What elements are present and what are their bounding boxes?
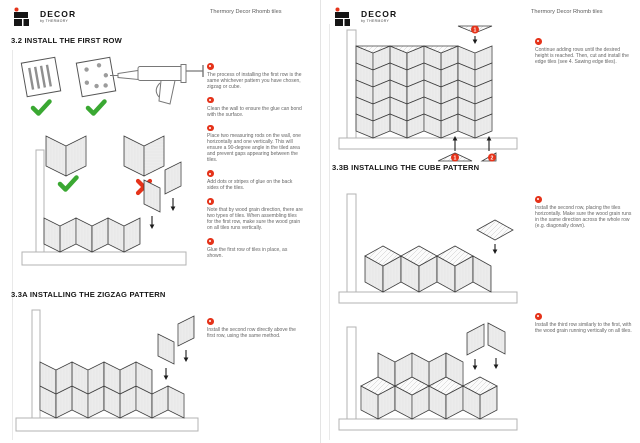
placement-arrow-icon [486, 136, 492, 151]
step-item: The process of installing the first row … [207, 63, 303, 90]
illustration-cube-second-row [338, 193, 518, 304]
steps-zigzag: Install the second row directly above th… [207, 318, 303, 346]
caulking-gun [110, 64, 204, 105]
heading-zigzag-pattern: 3.3A INSTALLING THE ZIGZAG PATTERN [11, 290, 166, 299]
placement-arrow-icon [170, 198, 176, 211]
page-left: DECOR by THERMORY Thermory Decor Rhomb t… [0, 0, 320, 443]
step-item: Install the second row directly above th… [207, 318, 303, 339]
step-bullet-icon [207, 170, 214, 177]
running-header: Thermory Decor Rhomb tiles [531, 9, 603, 15]
illustration-zigzag-second-row [15, 309, 199, 432]
illustration-cube-third-row [338, 322, 518, 431]
placement-arrow-icon [163, 368, 169, 380]
illustration-first-row [21, 149, 187, 266]
measuring-rod [338, 418, 518, 431]
measuring-rod [21, 251, 187, 266]
step-bullet-icon [207, 124, 214, 132]
step-bullet-icon [535, 313, 542, 320]
measuring-rod [35, 149, 45, 261]
step-item: Install the third row similarly to the f… [535, 313, 635, 334]
brand-logo: DECOR by THERMORY [333, 7, 397, 26]
step-item: Clean the wall to ensure the glue can bo… [207, 96, 303, 118]
brand-name: DECOR [40, 9, 77, 19]
step-bullet-icon [207, 198, 214, 205]
measuring-rod [338, 291, 518, 304]
step-bullet-icon [207, 318, 214, 325]
running-header: Thermory Decor Rhomb tiles [210, 9, 282, 15]
step-item: Install the second row, placing the tile… [535, 196, 635, 229]
brand-byline: by THERMORY [361, 19, 390, 23]
placement-arrow-icon [452, 136, 458, 151]
step-bullet-icon [207, 237, 214, 245]
steps-continue-rows: Continue adding rows until the desired h… [535, 38, 631, 72]
numbered-badge: 1 [471, 25, 479, 34]
measuring-rod [346, 193, 357, 293]
numbered-badge: 2 [488, 153, 496, 162]
step-bullet-icon [207, 63, 214, 70]
thermory-logo-icon [335, 7, 350, 26]
placement-arrow-icon [493, 358, 499, 369]
steps-cube-second-row: Install the second row, placing the tile… [535, 196, 635, 236]
steps-cube-third-row: Install the third row similarly to the f… [535, 313, 635, 341]
step-item: Add dots or stripes of glue on the back … [207, 170, 303, 191]
brand-logo: DECOR by THERMORY [12, 7, 76, 26]
numbered-badge: 1 [451, 153, 459, 162]
step-bullet-icon [535, 196, 542, 203]
check-icon [30, 99, 52, 116]
placement-arrow-icon [492, 244, 498, 254]
brand-byline: by THERMORY [40, 19, 69, 23]
step-item: Continue adding rows until the desired h… [535, 38, 631, 65]
column-guide-line [329, 24, 330, 440]
step-item: Glue the first row of tiles in place, as… [207, 237, 303, 259]
illustration-glue-application [20, 56, 204, 116]
page-right: DECOR by THERMORY Thermory Decor Rhomb t… [320, 0, 640, 443]
placement-arrow-icon [472, 36, 478, 44]
brand-name: DECOR [361, 9, 398, 19]
placement-arrow-icon [472, 359, 478, 370]
svg-text:2: 2 [491, 155, 494, 161]
measuring-rod [15, 417, 199, 432]
placement-arrow-icon [149, 216, 155, 229]
thermory-logo-icon [14, 7, 29, 26]
step-item: Place two measuring rods on the wall, on… [207, 124, 303, 163]
step-bullet-icon [207, 96, 214, 104]
heading-install-first-row: 3.2 INSTALL THE FIRST ROW [11, 36, 123, 45]
measuring-rod [346, 326, 357, 420]
svg-text:1: 1 [454, 155, 457, 161]
measuring-rod [338, 137, 518, 150]
svg-text:1: 1 [474, 27, 477, 33]
step-item: Note that by wood grain direction, there… [207, 198, 303, 231]
step-bullet-icon [535, 38, 542, 45]
heading-cube-pattern: 3.3B INSTALLING THE CUBE PATTERN [332, 163, 480, 172]
measuring-rod [346, 29, 357, 150]
check-icon [85, 99, 107, 116]
placement-arrow-icon [183, 350, 189, 362]
steps-install-first-row: The process of installing the first row … [207, 63, 303, 266]
check-icon [57, 175, 79, 192]
column-guide-line [12, 50, 13, 440]
measuring-rod [31, 309, 41, 419]
illustration-zigzag-wall-edge-tiles: 1 1 2 [338, 25, 518, 162]
